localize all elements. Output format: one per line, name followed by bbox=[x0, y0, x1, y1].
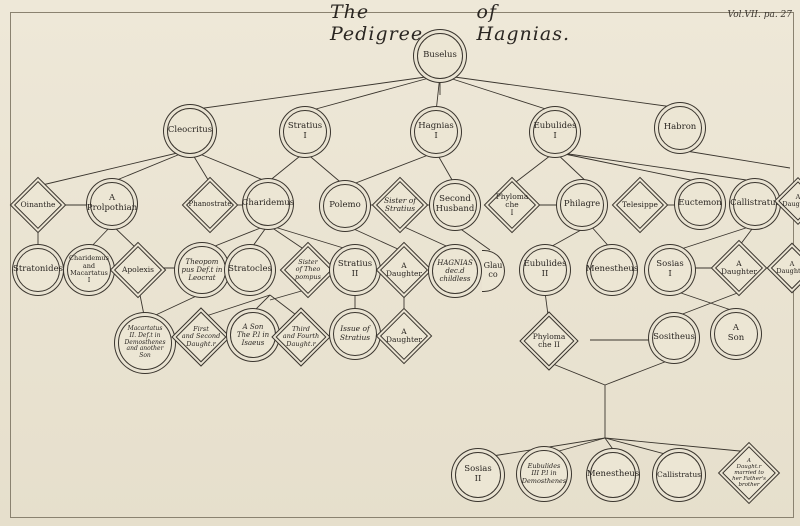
title-part-2: of Hagnias. bbox=[476, 1, 570, 45]
node-a-daughter-edge: A Daughter bbox=[770, 246, 800, 290]
node-theopompus: Theopom pus Def.t in Leocrat bbox=[178, 246, 226, 294]
node-stratius-1: Stratius I bbox=[283, 110, 327, 154]
node-a-son-the-pl: A Son The P.l in Isaeus bbox=[230, 312, 276, 358]
node-a-son: A Son bbox=[714, 312, 758, 356]
node-sosias-1: Sosias I bbox=[648, 248, 692, 292]
node-sister-of-stratius: Sister of Stratius bbox=[375, 180, 425, 230]
node-menestheus: Menestheus bbox=[586, 248, 638, 292]
node-stratius-2: Stratius II bbox=[333, 248, 377, 292]
node-callistratus-2: Callistratus bbox=[656, 452, 702, 498]
node-eubulides-3: Eubulides III P.l in Demosthenes bbox=[520, 450, 568, 498]
node-first-second-daughter: First and Second Daught.r bbox=[175, 311, 227, 363]
node-habron: Habron bbox=[658, 106, 702, 150]
pedigree-title: The Pedigree of Hagnias. bbox=[330, 1, 570, 45]
node-sosias-2: Sosias II bbox=[455, 452, 501, 498]
node-phanostrate: Phanostrate bbox=[185, 180, 235, 230]
node-charidemus: Charidemus bbox=[242, 182, 294, 226]
node-charidemus-macartatus: Charidemus and Macartatus I bbox=[67, 248, 111, 292]
node-oinanthe: Oinanthe bbox=[13, 180, 63, 230]
node-stratonides: Stratonides bbox=[13, 248, 63, 292]
node-a-daughter-2: A Daughter bbox=[714, 243, 764, 293]
node-stratocles: Stratocles bbox=[228, 248, 272, 292]
node-issue-of-stratius: Issue of Stratius bbox=[333, 312, 377, 356]
node-cleocritus: Cleocritus bbox=[167, 108, 213, 154]
node-second-husband: Second Husband bbox=[433, 183, 477, 227]
node-euctemon: Euctemon bbox=[678, 182, 722, 226]
node-a-daughter-1: A Daughter bbox=[379, 245, 429, 295]
node-menestheus-2: Menestheus bbox=[587, 452, 639, 498]
node-macartatus-2: Macartatus II. Def.t in Demosthenes and … bbox=[118, 316, 172, 370]
node-buselus: Buselus bbox=[417, 33, 463, 79]
node-a-daughter-married: A Daught.r married to her Father's broth… bbox=[722, 446, 776, 500]
title-part-1: The Pedigree bbox=[330, 1, 424, 45]
node-hagnias-childless: HAGNIAS dec.d childless bbox=[432, 248, 478, 294]
node-phylomache-2: Phyloma che II bbox=[523, 315, 575, 367]
node-a-daughter-right: A Daughter bbox=[778, 181, 800, 221]
node-third-fourth-daughter: Third and Fourth Daught.r bbox=[275, 311, 327, 363]
node-polemo: Polemo bbox=[323, 184, 367, 228]
node-eubulides-2: Eubulides II bbox=[523, 248, 567, 292]
volume-page-reference: Vol.VII. pa. 27 bbox=[727, 10, 792, 20]
node-sositheus: Sositheus bbox=[652, 316, 696, 360]
node-a-daughter-3: A Daughter bbox=[379, 311, 429, 361]
node-apolexis: Apolexis bbox=[113, 245, 163, 295]
node-phylomache-1: Phyloma che I bbox=[487, 180, 537, 230]
node-callistratus: Callistratus bbox=[730, 182, 780, 226]
node-sister-of-theopompus: Sister of Theo pompus bbox=[283, 245, 333, 295]
node-prolpothian: A Prolpothian bbox=[87, 182, 137, 226]
node-philagre: Philagre bbox=[560, 183, 604, 227]
node-hagnias-1: Hagnias I bbox=[414, 110, 458, 154]
node-eubulides-1: Eubulides I bbox=[533, 110, 577, 154]
node-telesippe: Telesippe bbox=[615, 180, 665, 230]
